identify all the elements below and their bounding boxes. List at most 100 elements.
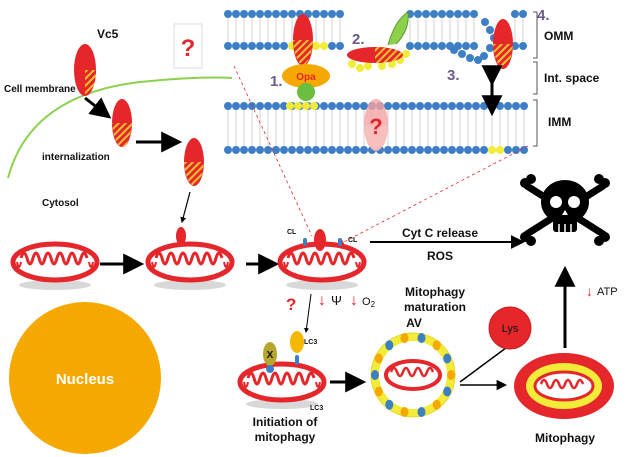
vc5-label: Vc5	[97, 27, 119, 41]
int-space-bracket	[533, 61, 538, 95]
internalization-label: internalization	[42, 152, 110, 163]
lipid-head	[272, 102, 280, 110]
potential-arrow-o2: ↓	[350, 292, 358, 309]
lipid-head	[414, 10, 422, 18]
lipid-head	[456, 146, 464, 154]
cell-membrane-line	[7, 76, 233, 179]
lipid-head	[232, 146, 240, 154]
lipid-head	[232, 102, 240, 110]
av-protein	[417, 333, 426, 343]
lipid-head	[480, 52, 488, 60]
mitochondrion-1	[13, 244, 97, 290]
lipid-head	[286, 102, 294, 110]
lipid-head	[224, 146, 232, 154]
autophagosome-proteins	[371, 333, 455, 417]
step-4-label: 4.	[537, 7, 550, 24]
inset-vesicle-1	[293, 14, 313, 66]
av-protein	[371, 370, 379, 380]
lipid-head	[472, 102, 480, 110]
lipid-head	[486, 26, 494, 34]
mitochondrion-initiation	[240, 331, 324, 409]
lipid-head	[416, 102, 424, 110]
imm-bracket	[533, 99, 538, 147]
lipid-head	[519, 42, 527, 50]
lipid-head	[400, 146, 408, 154]
lipid-head	[519, 10, 527, 18]
lipid-head	[264, 10, 272, 18]
imm-label: IMM	[548, 115, 571, 129]
lipid-head	[364, 62, 372, 70]
cytosol-label: Cytosol	[42, 198, 79, 209]
lipid-head	[406, 42, 414, 50]
lipid-head	[422, 10, 430, 18]
autolysosome	[514, 353, 614, 419]
lipid-head	[384, 102, 392, 110]
lipid-head	[256, 146, 264, 154]
initiation-label-line2: mitophagy	[255, 430, 316, 444]
lipid-head	[400, 102, 408, 110]
lipid-head	[504, 146, 512, 154]
lipid-head	[392, 146, 400, 154]
lipid-head	[288, 10, 296, 18]
lipid-head	[336, 102, 344, 110]
question-mark-box: ?	[181, 35, 196, 62]
membrane-inset	[224, 10, 528, 154]
nucleus-label: Nucleus	[56, 371, 114, 388]
lipid-head	[384, 146, 392, 154]
lipid-head	[402, 50, 410, 58]
lipid-head	[486, 44, 494, 52]
lipid-head	[302, 102, 310, 110]
step-3-label: 3.	[447, 67, 460, 84]
lipid-head	[456, 102, 464, 110]
lipid-head	[224, 102, 232, 110]
lipid-head	[481, 18, 489, 26]
lc3-label-bottom: LC3	[310, 405, 323, 412]
lys-label: Lys	[502, 323, 519, 335]
lipid-head	[312, 146, 320, 154]
lipid-head	[280, 146, 288, 154]
initiation-label-line1: Initiation of	[253, 415, 319, 429]
lipid-head	[280, 42, 288, 50]
av-protein	[447, 370, 455, 380]
mitophagy-label: Mitophagy	[535, 431, 595, 445]
inset-vesicle-4	[493, 19, 513, 69]
lipid-head	[472, 146, 480, 154]
lipid-head	[280, 10, 288, 18]
lipid-head	[348, 60, 356, 68]
lipid-head	[496, 146, 504, 154]
lipid-head	[328, 42, 336, 50]
skull-crossbones-icon	[520, 174, 610, 246]
lysosome-stalk	[459, 344, 511, 383]
lipid-head	[416, 146, 424, 154]
lipid-head	[264, 146, 272, 154]
opa-protein	[282, 64, 330, 101]
lipid-head	[272, 42, 280, 50]
lipid-head	[430, 10, 438, 18]
lipid-head	[464, 146, 472, 154]
lipid-head	[224, 42, 232, 50]
vc5-vesicle-entering	[112, 99, 132, 147]
maturation-label-line3: AV	[406, 316, 422, 330]
av-protein	[374, 353, 383, 364]
lipid-head	[464, 102, 472, 110]
lipid-head	[430, 42, 438, 50]
lipid-head	[320, 102, 328, 110]
lipid-head	[454, 10, 462, 18]
atp-label: ATP	[597, 286, 618, 298]
lipid-head	[408, 102, 416, 110]
cl-label-left: CL	[287, 229, 297, 236]
lipid-head	[480, 146, 488, 154]
av-protein	[385, 340, 394, 351]
av-protein	[400, 333, 409, 343]
av-protein	[443, 353, 452, 364]
lipid-head	[462, 42, 470, 50]
lipid-head	[520, 146, 528, 154]
lipid-head	[440, 146, 448, 154]
lipid-head	[352, 146, 360, 154]
cyt-c-release-label: Cyt C release	[402, 226, 478, 240]
lipid-head	[408, 146, 416, 154]
arrow-vesicle-docking	[180, 191, 191, 224]
av-protein	[432, 340, 441, 351]
lipid-head	[450, 46, 458, 54]
lc3-label-top: LC3	[304, 339, 317, 346]
